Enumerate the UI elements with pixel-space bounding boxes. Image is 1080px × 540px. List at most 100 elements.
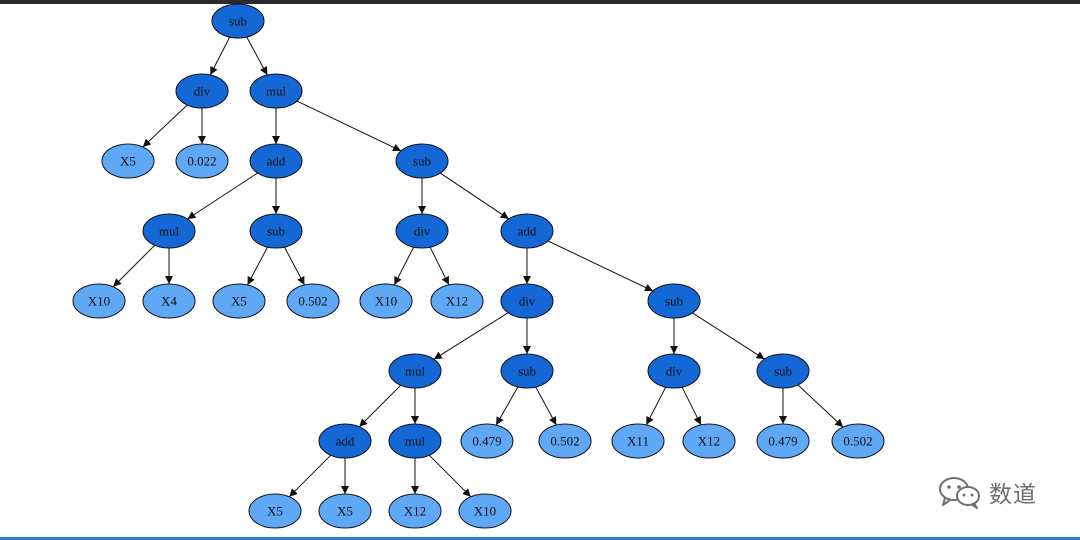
- tree-edges: [112, 36, 844, 498]
- leaf-node-x10: X10: [72, 283, 126, 319]
- node-shape: [460, 423, 514, 459]
- node-label: 0.502: [298, 294, 327, 309]
- node-shape: [318, 493, 372, 529]
- node-shape: [286, 283, 340, 319]
- tree-edge: [393, 246, 415, 286]
- tree-edge: [645, 386, 667, 426]
- node-shape: [388, 423, 442, 459]
- tree-edge: [288, 454, 332, 498]
- node-label: mul: [159, 224, 180, 239]
- node-label: div: [519, 294, 536, 309]
- node-shape: [395, 213, 449, 249]
- node-label: mul: [405, 434, 426, 449]
- leaf-node-x11: X11: [611, 423, 665, 459]
- node-label: X10: [88, 294, 110, 309]
- operator-node-sub: sub: [395, 143, 449, 179]
- node-label: X11: [627, 434, 649, 449]
- leaf-node-0-022: 0.022: [175, 143, 229, 179]
- tree-edge: [547, 240, 654, 292]
- leaf-node-0-502: 0.502: [286, 283, 340, 319]
- node-shape: [756, 353, 810, 389]
- node-label: X5: [120, 154, 136, 169]
- tree-edge: [247, 246, 268, 286]
- top-border: [0, 0, 1080, 4]
- operator-node-add: add: [500, 213, 554, 249]
- wechat-watermark: 数道: [937, 474, 1037, 510]
- tree-edge: [112, 244, 156, 288]
- tree-edge: [284, 246, 305, 286]
- leaf-node-0-502: 0.502: [831, 423, 885, 459]
- node-label: sub: [518, 364, 536, 379]
- tree-edge: [187, 172, 258, 220]
- node-shape: [500, 353, 554, 389]
- leaf-node-x10: X10: [359, 283, 413, 319]
- node-label: X5: [231, 294, 247, 309]
- tree-edge: [358, 384, 402, 428]
- node-shape: [249, 213, 303, 249]
- tree-edge: [433, 312, 509, 360]
- node-label: X5: [267, 504, 283, 519]
- node-shape: [395, 143, 449, 179]
- operator-node-mul: mul: [249, 73, 303, 109]
- tree-edge: [246, 36, 268, 76]
- tree-edge: [142, 104, 188, 148]
- tree-edge: [692, 312, 765, 360]
- tree-edge: [209, 36, 231, 76]
- node-shape: [142, 213, 196, 249]
- leaf-node-x5: X5: [318, 493, 372, 529]
- node-shape: [388, 493, 442, 529]
- node-label: div: [414, 224, 431, 239]
- leaf-node-x10: X10: [458, 493, 512, 529]
- wechat-icon: [939, 477, 980, 509]
- node-label: add: [518, 224, 537, 239]
- operator-node-add: add: [318, 423, 372, 459]
- node-shape: [72, 283, 126, 319]
- node-shape: [175, 143, 229, 179]
- node-label: X5: [337, 504, 353, 519]
- node-label: sub: [774, 364, 792, 379]
- node-label: sub: [267, 224, 285, 239]
- leaf-node-x12: X12: [430, 283, 484, 319]
- node-label: X10: [375, 294, 397, 309]
- tree-edge: [439, 172, 510, 220]
- tree-edge: [681, 386, 702, 426]
- node-label: sub: [229, 14, 247, 29]
- leaf-node-x5: X5: [212, 283, 266, 319]
- node-shape: [388, 353, 442, 389]
- tree-edge: [797, 384, 844, 428]
- node-label: X4: [161, 294, 177, 309]
- leaf-node-0-502: 0.502: [538, 423, 592, 459]
- tree-edge: [296, 100, 402, 152]
- watermark-text: 数道: [989, 482, 1037, 508]
- node-label: div: [666, 364, 683, 379]
- node-shape: [212, 283, 266, 319]
- operator-node-add: add: [249, 143, 303, 179]
- node-shape: [458, 493, 512, 529]
- node-shape: [249, 143, 303, 179]
- node-shape: [538, 423, 592, 459]
- node-shape: [611, 423, 665, 459]
- node-shape: [500, 283, 554, 319]
- leaf-node-0-479: 0.479: [460, 423, 514, 459]
- operator-node-sub: sub: [500, 353, 554, 389]
- node-shape: [647, 283, 701, 319]
- leaf-node-x12: X12: [388, 493, 442, 529]
- node-label: X10: [474, 504, 496, 519]
- tree-edge: [429, 246, 450, 286]
- node-label: X12: [446, 294, 468, 309]
- node-label: add: [336, 434, 355, 449]
- node-shape: [249, 73, 303, 109]
- node-label: 0.502: [550, 434, 579, 449]
- node-shape: [101, 143, 155, 179]
- bottom-border: [0, 537, 1080, 540]
- operator-node-div: div: [647, 353, 701, 389]
- node-shape: [430, 283, 484, 319]
- node-shape: [142, 283, 196, 319]
- node-label: X12: [698, 434, 720, 449]
- node-label: mul: [266, 84, 287, 99]
- node-shape: [647, 353, 701, 389]
- operator-node-div: div: [395, 213, 449, 249]
- operator-node-mul: mul: [142, 213, 196, 249]
